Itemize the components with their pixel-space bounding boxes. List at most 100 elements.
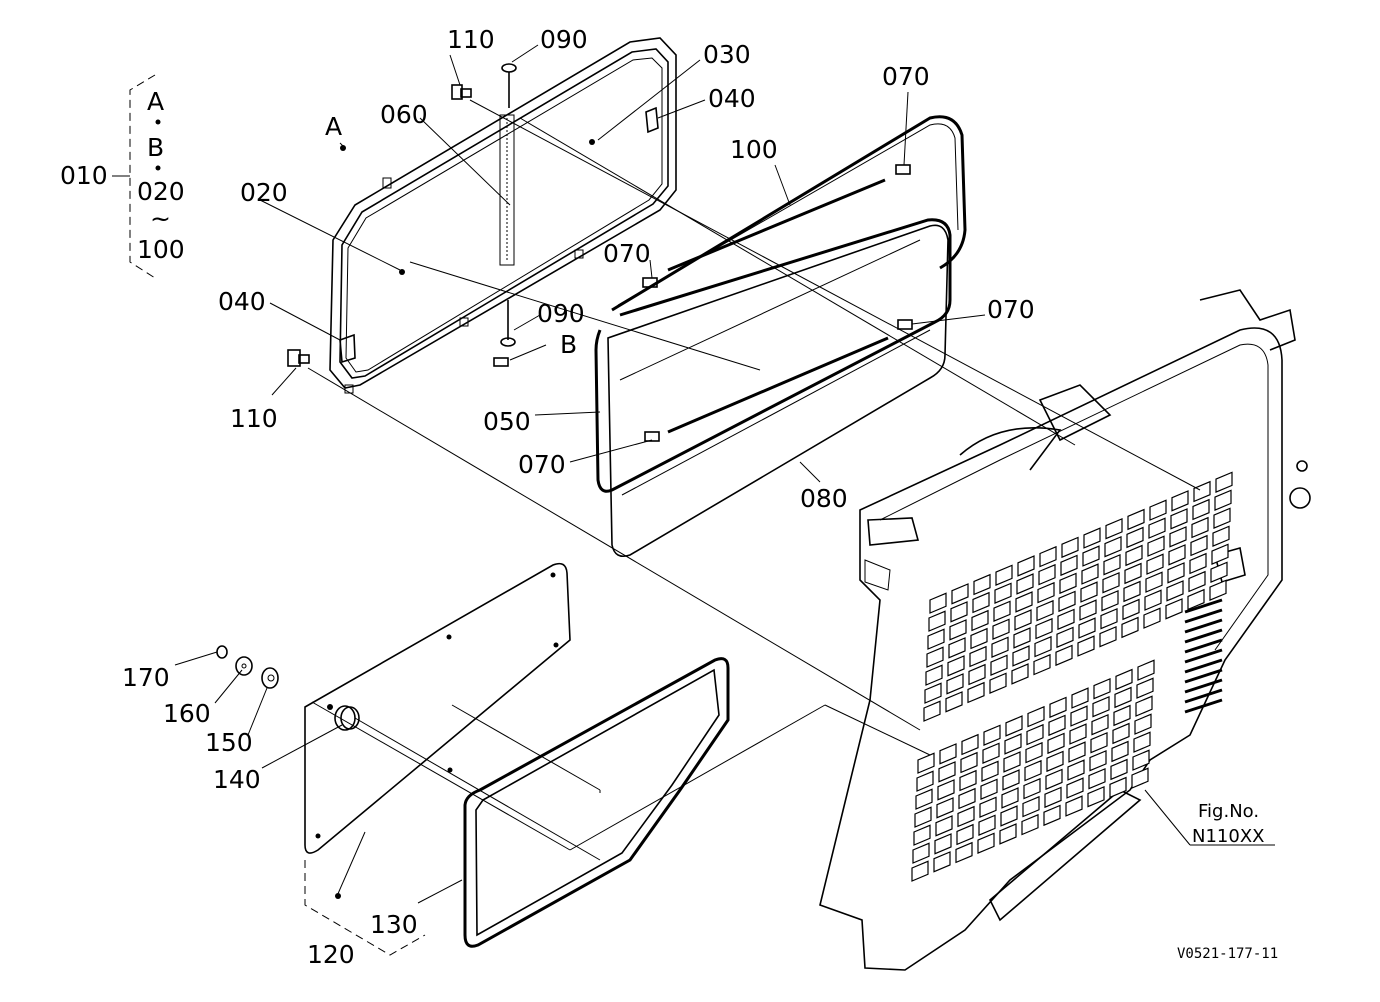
set-item-100: 100 (137, 235, 185, 264)
mesh-cell (1091, 713, 1109, 736)
mesh-cell (1049, 696, 1067, 719)
mesh-cell (1123, 580, 1141, 603)
mesh-cell (1056, 626, 1074, 649)
mesh-cell (912, 842, 930, 864)
callout-090-top: 090 (540, 25, 588, 54)
mesh-cell (1022, 795, 1040, 818)
mesh-cell (1135, 695, 1153, 717)
mesh-cell (1038, 563, 1056, 586)
mesh-cell (993, 600, 1011, 623)
mesh-cell (1112, 722, 1130, 745)
mesh-cell (1046, 750, 1064, 773)
mesh-cell (937, 779, 955, 801)
mesh-cell (958, 787, 976, 810)
set-tilde: ~ (150, 204, 171, 233)
mesh-cell (991, 636, 1009, 659)
mesh-cell (1211, 543, 1229, 566)
mesh-cell (1070, 705, 1088, 727)
seal-outer (611, 115, 967, 312)
mesh-cell (1191, 516, 1209, 539)
mesh-cell (1021, 813, 1039, 836)
mesh-cell (1002, 769, 1020, 791)
mesh-cell (980, 778, 998, 801)
block-b (493, 357, 509, 367)
vent-slots (1184, 598, 1223, 714)
callout-150: 150 (205, 728, 253, 757)
mesh-cell (1124, 562, 1142, 585)
mesh-cell (1215, 471, 1233, 494)
mesh-cell (1044, 786, 1062, 809)
mesh-cell (994, 582, 1012, 605)
mesh-cell (1144, 589, 1162, 611)
mesh-cell (981, 760, 999, 783)
mesh-cell (1132, 749, 1150, 771)
mesh-cell (1024, 759, 1042, 782)
mesh-cell (992, 618, 1010, 641)
callout-120: 120 (307, 940, 355, 969)
callout-070-top: 070 (882, 62, 930, 91)
mesh-cell (939, 743, 957, 765)
mesh-cell (1210, 561, 1228, 584)
mesh-cell (1060, 554, 1078, 577)
mesh-cell (983, 724, 1001, 747)
callout-110-left: 110 (230, 404, 278, 433)
mesh-cell (936, 797, 954, 819)
mesh-cell (913, 824, 931, 846)
mesh-cell (1059, 572, 1077, 595)
mark-b: B (560, 330, 577, 359)
mesh-cell (1137, 659, 1155, 681)
mesh-cell (1004, 733, 1022, 755)
mesh-cell (960, 751, 978, 774)
mesh-cell (1193, 480, 1211, 503)
mesh-cell (1134, 713, 1152, 735)
mesh-cell (917, 752, 935, 774)
mesh-cell (1000, 805, 1018, 827)
mesh-cell (1001, 787, 1019, 809)
callout-050: 050 (483, 407, 531, 436)
mesh-cell (961, 733, 979, 756)
mesh-cell (1069, 723, 1087, 745)
mesh-cell (935, 815, 953, 837)
drawing-code: V0521-177-11 (1177, 946, 1278, 962)
mesh-cell (927, 628, 945, 650)
mesh-cell (978, 814, 996, 837)
mesh-cell (971, 609, 989, 632)
callout-040-top: 040 (708, 84, 756, 113)
callout-070-bottom: 070 (518, 450, 566, 479)
set-item-b: B (147, 133, 164, 162)
mesh-cell (915, 788, 933, 810)
mesh-cell (1092, 695, 1110, 718)
callout-060: 060 (380, 100, 428, 129)
mesh-cell (1167, 562, 1185, 584)
mesh-cell (928, 610, 946, 632)
mesh-cell (1078, 617, 1096, 639)
mesh-cell (1209, 579, 1227, 602)
mesh-cell (1145, 571, 1163, 593)
screw-090-top (501, 63, 517, 108)
mesh-cell (945, 691, 963, 713)
mesh-cell (1034, 635, 1052, 658)
mesh-cell (1125, 544, 1143, 567)
mesh-cell (1003, 751, 1021, 773)
mesh-cell (925, 664, 943, 686)
mesh-cell (1213, 507, 1231, 530)
mesh-cell (955, 841, 973, 864)
callout-070-right: 070 (987, 295, 1035, 324)
mesh-cell (1016, 573, 1034, 595)
callout-020: 020 (240, 178, 288, 207)
mesh-cell (938, 761, 956, 783)
mesh-cell (1090, 731, 1108, 754)
set-item-020: 020 (137, 177, 185, 206)
mesh-cell (1058, 590, 1076, 613)
mesh-grid (911, 471, 1233, 882)
mesh-cell (1121, 616, 1139, 639)
callout-140: 140 (213, 765, 261, 794)
set-item-a: A (147, 87, 164, 116)
mesh-cell (1212, 525, 1230, 548)
mesh-cell (1214, 489, 1232, 512)
mesh-cell (947, 655, 965, 677)
mesh-cell (972, 591, 990, 614)
mesh-cell (1146, 553, 1164, 575)
callout-labels: 110 090 030 040 060 A 020 040 110 090 B … (122, 25, 1278, 969)
